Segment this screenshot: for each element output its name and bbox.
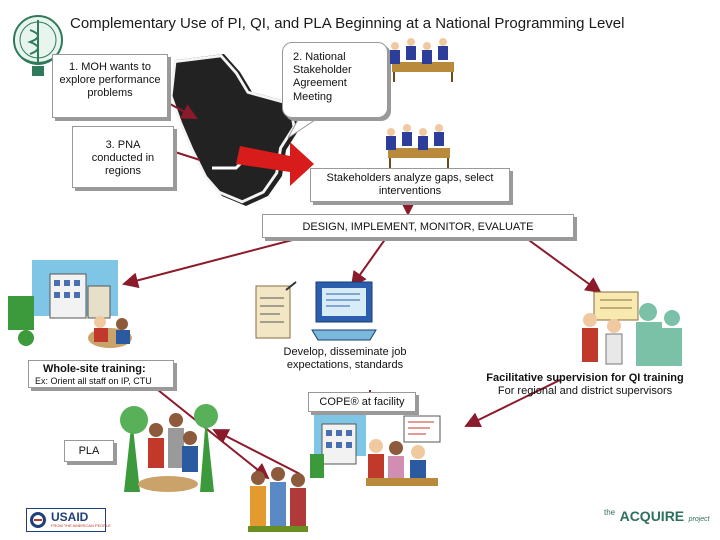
who-emblem-icon xyxy=(13,15,63,76)
whole-site-title: Whole-site training: xyxy=(43,363,146,375)
step-moh-box: 1. MOH wants to explore performance prob… xyxy=(52,54,168,118)
country-map-shape xyxy=(172,54,300,206)
whole-site-box: Whole-site training: Ex: Orient all staf… xyxy=(28,360,174,388)
usaid-logo: USAID FROM THE AMERICAN PEOPLE xyxy=(26,508,111,532)
stakeholders-people-icon xyxy=(386,124,450,168)
design-label: DESIGN, IMPLEMENT, MONITOR, EVALUATE xyxy=(302,221,534,233)
step-moh-label: 1. MOH wants to explore performance prob… xyxy=(59,61,161,100)
whole-site-subtitle: Ex: Orient all staff on IP, CTU xyxy=(35,376,152,387)
supervision-title: Facilitative supervision for QI training xyxy=(486,372,684,384)
community-group-icon xyxy=(248,467,308,532)
whole-site-training-icon xyxy=(8,260,132,348)
pla-community-icon xyxy=(120,404,218,492)
meeting-people-icon xyxy=(390,38,454,82)
facilitative-supervision-icon xyxy=(582,291,682,366)
stakeholders-label: Stakeholders analyze gaps, select interv… xyxy=(326,172,494,198)
step-meeting-label: 2. National Stakeholder Agreement Meetin… xyxy=(293,51,352,103)
step-pna-label: 3. PNA conducted in regions xyxy=(91,139,155,178)
usaid-seal-icon xyxy=(30,512,46,528)
supervision-label: Facilitative supervision for QI training… xyxy=(482,372,688,398)
stakeholders-box: Stakeholders analyze gaps, select interv… xyxy=(310,168,510,202)
cope-label: COPE® at facility xyxy=(319,396,405,408)
page-title: Complementary Use of PI, QI, and PLA Beg… xyxy=(70,15,625,32)
job-expectations-label: Develop, disseminate job expectations, s… xyxy=(262,346,428,372)
step-pna-box: 3. PNA conducted in regions xyxy=(72,126,174,188)
cope-box: COPE® at facility xyxy=(308,392,416,412)
acquire-wordmark: ACQUIRE xyxy=(619,508,685,524)
job-expectations-text: Develop, disseminate job expectations, s… xyxy=(283,346,407,372)
red-arrow-shape xyxy=(236,142,314,186)
supervision-subtitle: For regional and district supervisors xyxy=(497,385,673,398)
cope-facility-icon xyxy=(310,412,441,486)
design-box: DESIGN, IMPLEMENT, MONITOR, EVALUATE xyxy=(262,214,574,238)
acquire-suffix: project xyxy=(688,516,710,523)
job-expectations-icon xyxy=(255,281,377,341)
acquire-logo: the ACQUIRE project xyxy=(604,508,710,530)
pla-box: PLA xyxy=(64,440,114,462)
pla-label: PLA xyxy=(78,445,100,457)
step-meeting-bubble: 2. National Stakeholder Agreement Meetin… xyxy=(282,42,388,118)
acquire-prefix: the xyxy=(604,508,616,517)
usaid-tagline: FROM THE AMERICAN PEOPLE xyxy=(51,523,111,528)
usaid-wordmark: USAID xyxy=(51,510,89,524)
